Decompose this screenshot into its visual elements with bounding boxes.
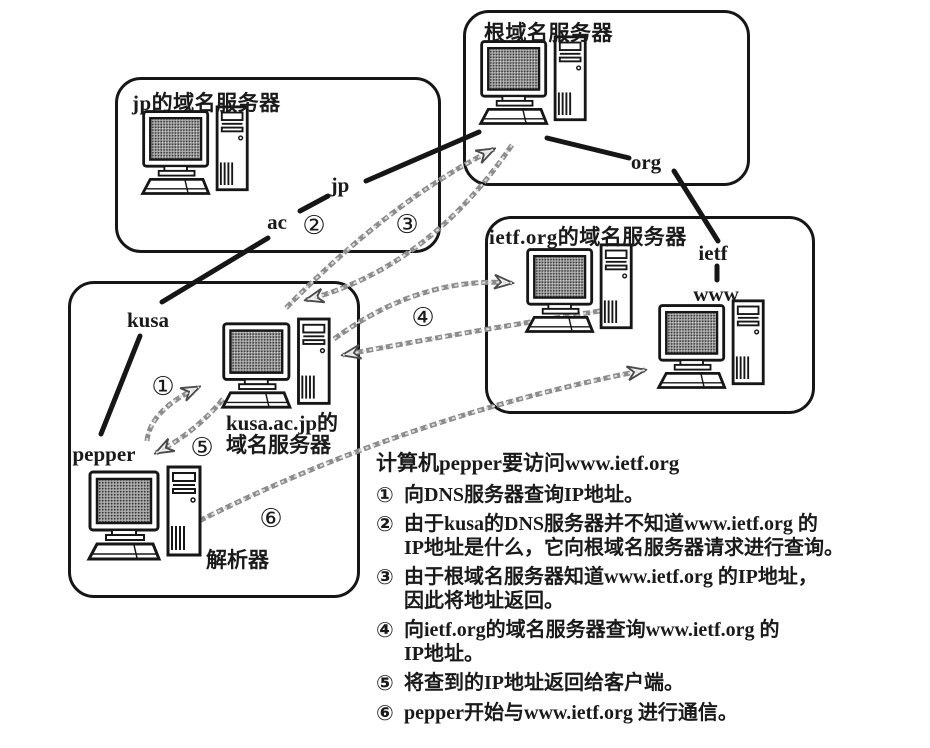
label-www: www (693, 282, 739, 306)
notes-block: 计算机pepper要访问www.ietf.org ① 向DNS服务器查询IP地址… (376, 451, 928, 731)
edge-root-org (544, 135, 632, 161)
label-ac: ac (267, 210, 287, 234)
note-step-6-number: ⑥ (376, 700, 394, 725)
kusa-server-caption-line1: kusa.ac.jp的 (226, 411, 339, 435)
kusa-dns-computer-icon (221, 317, 331, 409)
resolver-caption: 解析器 (206, 548, 269, 572)
note-step-4-line1: 向ietf.org的域名服务器查询www.ietf.org 的 (404, 619, 780, 641)
note-step-6-line1: pepper开始与www.ietf.org 进行通信。 (404, 701, 738, 724)
pepper-computer-icon (87, 465, 202, 561)
note-step-5-text: 将查到的IP地址返回给客户端。 (404, 672, 684, 696)
note-step-2-number: ② (376, 512, 394, 536)
jp-server-computer-icon (141, 105, 249, 195)
step1-query-arrow (144, 384, 199, 442)
kusa-server-caption: kusa.ac.jp的 域名服务器 (226, 412, 338, 456)
note-step-4-line2: IP地址。 (404, 642, 484, 665)
kusa-server-caption-line2: 域名服务器 (226, 433, 331, 457)
edge-kusa-pepper (98, 333, 143, 437)
label-ietf: ietf (698, 241, 728, 265)
note-step-4: ④ 向ietf.org的域名服务器查询www.ietf.org 的 IP地址。 (376, 618, 928, 666)
ietf-box-title: ietf.org的域名服务器 (489, 225, 687, 249)
note-step-6: ⑥ pepper开始与www.ietf.org 进行通信。 (376, 700, 928, 726)
note-step-3-text: 由于根域名服务器知道www.ietf.org 的IP地址， 因此将地址返回。 (404, 566, 818, 613)
step-marker-1: ① (151, 372, 175, 402)
note-step-4-text: 向ietf.org的域名服务器查询www.ietf.org 的 IP地址。 (404, 619, 780, 666)
note-step-1: ① 向DNS服务器查询IP地址。 (376, 482, 928, 508)
jp-box-title: jp的域名服务器 (132, 91, 281, 115)
note-step-3-line2: 因此将地址返回。 (404, 589, 564, 612)
step6-communicate-arrow (197, 370, 645, 524)
www-host-computer-icon (657, 299, 765, 389)
label-pepper: pepper (72, 442, 136, 466)
note-step-3: ③ 由于根域名服务器知道www.ietf.org 的IP地址， 因此将地址返回。 (376, 565, 928, 613)
note-step-3-line1: 由于根域名服务器知道www.ietf.org 的IP地址， (404, 566, 818, 588)
note-step-4-number: ④ (376, 618, 394, 642)
note-step-5: ⑤ 将查到的IP地址返回给客户端。 (376, 671, 928, 696)
note-step-5-number: ⑤ (376, 671, 394, 695)
note-step-2-line1: 由于kusa的DNS服务器并不知道www.ietf.org 的 (404, 513, 818, 535)
jp-dns-server-box (115, 77, 441, 253)
step-marker-5: ⑤ (190, 433, 214, 463)
edge-jp-ac (297, 193, 331, 214)
note-step-2-line2: IP地址是什么，它向根域名服务器请求进行查询。 (404, 536, 844, 559)
label-jp: jp (330, 173, 350, 197)
step5-reply-arrow (156, 397, 225, 456)
domain-tree-lines (98, 129, 721, 437)
step3-root-reply-arrow (306, 143, 515, 300)
note-step-2: ② 由于kusa的DNS服务器并不知道www.ietf.org 的 IP地址是什… (376, 512, 928, 560)
step-marker-6: ⑥ (259, 504, 283, 534)
note-step-1-text: 向DNS服务器查询IP地址。 (404, 484, 644, 508)
step4-query-arrow (332, 282, 512, 342)
step-marker-2: ② (302, 211, 326, 241)
root-server-computer-icon (479, 35, 587, 125)
edge-root-jp (363, 129, 482, 184)
note-step-1-line1: 向DNS服务器查询IP地址。 (404, 483, 645, 506)
edge-org-ietf (671, 168, 721, 244)
note-step-1-number: ① (376, 482, 394, 507)
root-dns-server-box (463, 10, 750, 186)
edge-ac-kusa (159, 235, 271, 305)
kusa-host-box (68, 281, 360, 598)
label-kusa: kusa (126, 308, 170, 332)
note-step-2-text: 由于kusa的DNS服务器并不知道www.ietf.org 的 IP地址是什么，… (404, 513, 844, 560)
ietf-server-computer-icon (525, 243, 633, 333)
label-org: org (630, 150, 662, 174)
step-marker-3: ③ (395, 210, 419, 240)
notes-title: 计算机pepper要访问www.ietf.org (376, 451, 680, 475)
root-box-title: 根域名服务器 (484, 21, 613, 45)
note-step-3-number: ③ (376, 565, 394, 589)
ietf-dns-server-box (485, 216, 815, 414)
step-marker-4: ④ (411, 303, 435, 333)
step2-query-root-arrow (284, 146, 494, 310)
note-step-6-text: pepper开始与www.ietf.org 进行通信。 (404, 702, 738, 726)
note-step-5-line1: 将查到的IP地址返回给客户端。 (404, 672, 684, 694)
